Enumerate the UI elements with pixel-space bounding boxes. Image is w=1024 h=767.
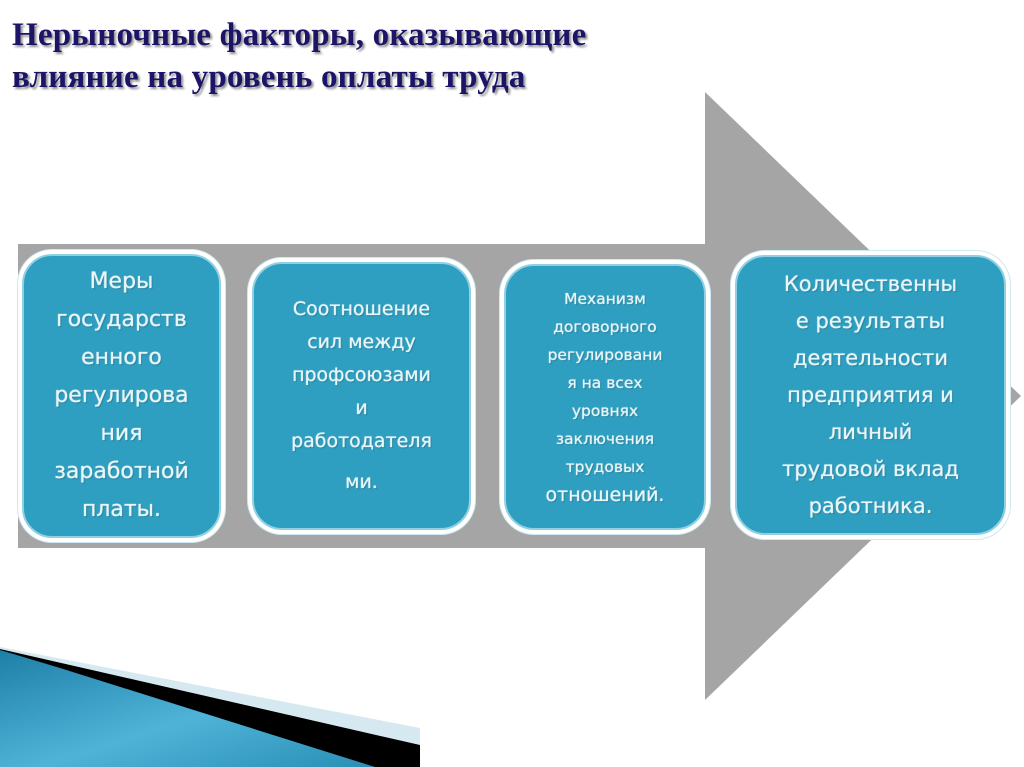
factor-label-tail: отношений. — [545, 484, 665, 506]
factor-box-contract-regulation: Механизм договорного регулировани я на в… — [504, 264, 706, 530]
factor-label: Меры государств енного регулирова ния за… — [54, 269, 189, 522]
factor-label: Количественны е результаты деятельности … — [782, 271, 959, 518]
factor-label: Механизм договорного регулировани я на в… — [547, 290, 663, 476]
blue-wedge — [0, 650, 375, 767]
factor-label-wrap: Соотношение сил между профсоюзами и рабо… — [291, 293, 432, 499]
factor-box-enterprise-results: Количественны е результаты деятельности … — [735, 255, 1006, 535]
factor-box-union-employer-balance: Соотношение сил между профсоюзами и рабо… — [252, 262, 471, 530]
factor-box-state-regulation: Меры государств енного регулирова ния за… — [22, 254, 221, 538]
factor-label: Соотношение сил между профсоюзами и рабо… — [291, 298, 432, 452]
factor-label-tail: ми. — [345, 471, 378, 493]
slide-title: Нерыночные факторы, оказывающие влияние … — [12, 17, 587, 95]
factor-label-wrap: Механизм договорного регулировани я на в… — [546, 285, 665, 509]
